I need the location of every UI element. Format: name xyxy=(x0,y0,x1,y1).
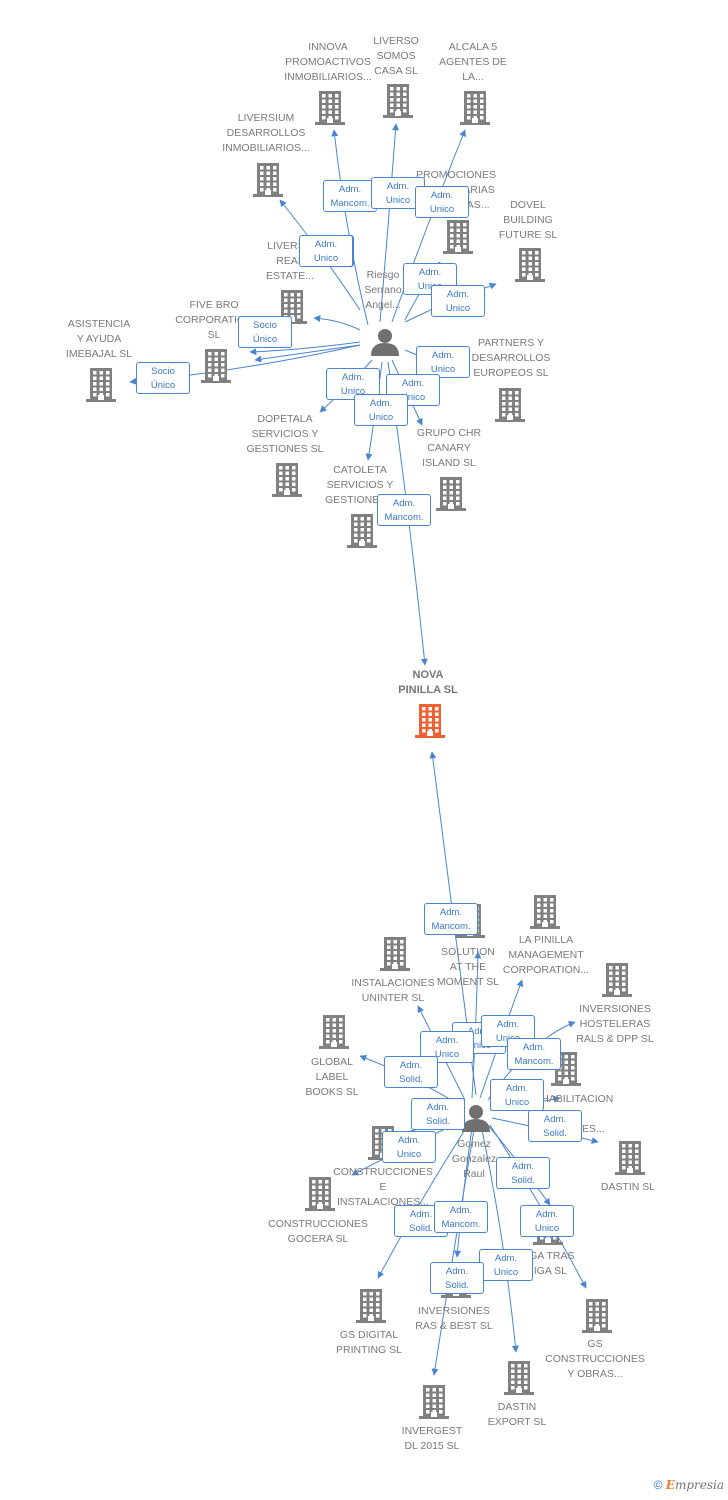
edge-riesgo-innova xyxy=(331,129,369,326)
main-company-label[interactable]: NOVA PINILLA SL xyxy=(398,669,458,696)
edge-gomez-dastin_export xyxy=(481,1129,519,1353)
role-badge[interactable]: Adm. Unico xyxy=(490,1079,544,1111)
edge-riesgo-liverso_real xyxy=(313,314,361,331)
company-label-dopetala[interactable]: DOPETALA SERVICIOS Y GESTIONES SL xyxy=(246,413,324,455)
building-icon[interactable] xyxy=(356,1289,386,1323)
role-badge[interactable]: Adm. Solid. xyxy=(496,1157,550,1189)
building-icon[interactable] xyxy=(615,1141,645,1175)
company-label-innova[interactable]: INNOVA PROMOACTIVOS INMOBILIARIOS... xyxy=(284,41,372,83)
building-icon[interactable] xyxy=(272,463,302,497)
company-label-gocera[interactable]: CONSTRUCCIONES GOCERA SL xyxy=(268,1218,368,1245)
person-icon[interactable] xyxy=(370,328,400,356)
building-icon[interactable] xyxy=(504,1361,534,1395)
company-label-invergest[interactable]: INVERGEST DL 2015 SL xyxy=(401,1425,463,1452)
company-label-grupochr[interactable]: GRUPO CHR CANARY ISLAND SL xyxy=(416,427,482,469)
person-label-gomez[interactable]: Gomez Gonzalez Raul xyxy=(451,1138,497,1180)
building-icon[interactable] xyxy=(436,477,466,511)
person-icon[interactable] xyxy=(461,1104,491,1132)
role-badge[interactable]: Adm. Unico xyxy=(416,346,470,378)
company-label-dastin[interactable]: DASTIN SL xyxy=(600,1181,656,1193)
edge-riesgo-alcala xyxy=(391,129,466,323)
role-badge[interactable]: Adm. Solid. xyxy=(528,1110,582,1142)
main-building-icon[interactable] xyxy=(415,704,445,738)
edge-gomez-gsdigital xyxy=(377,1124,469,1279)
building-icon[interactable] xyxy=(319,1015,349,1049)
company-label-global[interactable]: GLOBAL LABEL BOOKS SL xyxy=(305,1056,359,1098)
building-icon[interactable] xyxy=(602,963,632,997)
building-icon[interactable] xyxy=(347,514,377,548)
role-badge[interactable]: Adm. Unico xyxy=(354,394,408,426)
building-icon[interactable] xyxy=(495,388,525,422)
company-label-fivebro[interactable]: FIVE BRO CORPORATION SL xyxy=(175,299,253,341)
company-label-inv_ras[interactable]: INVERSIONES RAS & BEST SL xyxy=(415,1305,493,1332)
building-icon[interactable] xyxy=(530,895,560,929)
role-badge[interactable]: Socio Único xyxy=(136,362,190,394)
building-icon[interactable] xyxy=(315,91,345,125)
role-badge[interactable]: Adm. Mancom. xyxy=(434,1201,488,1233)
building-icon[interactable] xyxy=(253,163,283,197)
building-icon[interactable] xyxy=(201,349,231,383)
company-label-liversium[interactable]: LIVERSIUM DESARROLLOS INMOBILIARIOS... xyxy=(222,112,310,154)
role-badge[interactable]: Adm. Solid. xyxy=(411,1098,465,1130)
building-icon[interactable] xyxy=(305,1177,335,1211)
building-icon[interactable] xyxy=(86,368,116,402)
role-badge[interactable]: Adm. Unico xyxy=(479,1249,533,1281)
building-icon[interactable] xyxy=(443,220,473,254)
company-label-gsconst[interactable]: GS CONSTRUCCIONES Y OBRAS... xyxy=(545,1338,645,1380)
building-icon[interactable] xyxy=(277,290,307,324)
building-icon[interactable] xyxy=(460,91,490,125)
role-badge[interactable]: Adm. Mancom. xyxy=(507,1038,561,1070)
role-badge[interactable]: Adm. Mancom. xyxy=(377,494,431,526)
company-label-construcciones_e[interactable]: CONSTRUCCIONES E INSTALACIONES... xyxy=(333,1166,433,1208)
role-badge[interactable]: Adm. Unico xyxy=(415,186,469,218)
company-label-solution[interactable]: SOLUTION AT THE MOMENT SL xyxy=(436,946,500,988)
role-badge[interactable]: Adm. Unico xyxy=(520,1205,574,1237)
empresia-logo[interactable]: Empresia xyxy=(665,1478,724,1492)
building-icon[interactable] xyxy=(383,84,413,118)
copyright-footer: © Empresia xyxy=(654,1478,724,1492)
company-label-asistencia[interactable]: ASISTENCIA Y AYUDA IMEBAJAL SL xyxy=(65,318,133,360)
person-label-riesgo[interactable]: Riesgo Serrano Angel... xyxy=(364,269,402,311)
company-label-lapinilla[interactable]: LA PINILLA MANAGEMENT CORPORATION... xyxy=(502,934,590,976)
role-badge[interactable]: Socio Único xyxy=(238,316,292,348)
edge-riesgo-liverso xyxy=(379,123,400,323)
company-label-alcala[interactable]: ALCALA 5 AGENTES DE LA... xyxy=(439,41,507,83)
role-badge[interactable]: Adm. Solid. xyxy=(384,1056,438,1088)
company-label-instalaciones[interactable]: INSTALACIONES UNINTER SL xyxy=(351,977,435,1004)
copyright-symbol: © xyxy=(653,1478,663,1492)
building-icon[interactable] xyxy=(419,1385,449,1419)
building-icon[interactable] xyxy=(515,248,545,282)
building-icon[interactable] xyxy=(380,937,410,971)
edge-gomez-invergest xyxy=(431,1129,475,1376)
role-badge[interactable]: Adm. Unico xyxy=(382,1131,436,1163)
company-label-dovel[interactable]: DOVEL BUILDING FUTURE SL xyxy=(498,199,558,241)
role-badge[interactable]: Adm. Solid. xyxy=(430,1262,484,1294)
building-icon[interactable] xyxy=(582,1299,612,1333)
edge-riesgo-fivebro xyxy=(249,341,361,356)
company-label-dastin_export[interactable]: DASTIN EXPORT SL xyxy=(487,1401,547,1428)
company-label-partners[interactable]: PARTNERS Y DESARROLLOS EUROPEOS SL xyxy=(471,337,551,379)
role-badge[interactable]: Adm. Unico xyxy=(299,235,353,267)
company-label-gsdigital[interactable]: GS DIGITAL PRINTING SL xyxy=(336,1329,402,1356)
role-badge[interactable]: Adm. Unico xyxy=(431,285,485,317)
edge-riesgo-fivebro xyxy=(254,344,361,363)
role-badge[interactable]: Adm. Mancom. xyxy=(323,180,377,212)
company-label-liverso[interactable]: LIVERSO SOMOS CASA SL xyxy=(373,35,419,77)
company-label-inv_hosteleras[interactable]: INVERSIONES HOSTELERAS RALS & DPP SL xyxy=(576,1003,654,1045)
role-badge[interactable]: Adm. Mancom. xyxy=(424,903,478,935)
